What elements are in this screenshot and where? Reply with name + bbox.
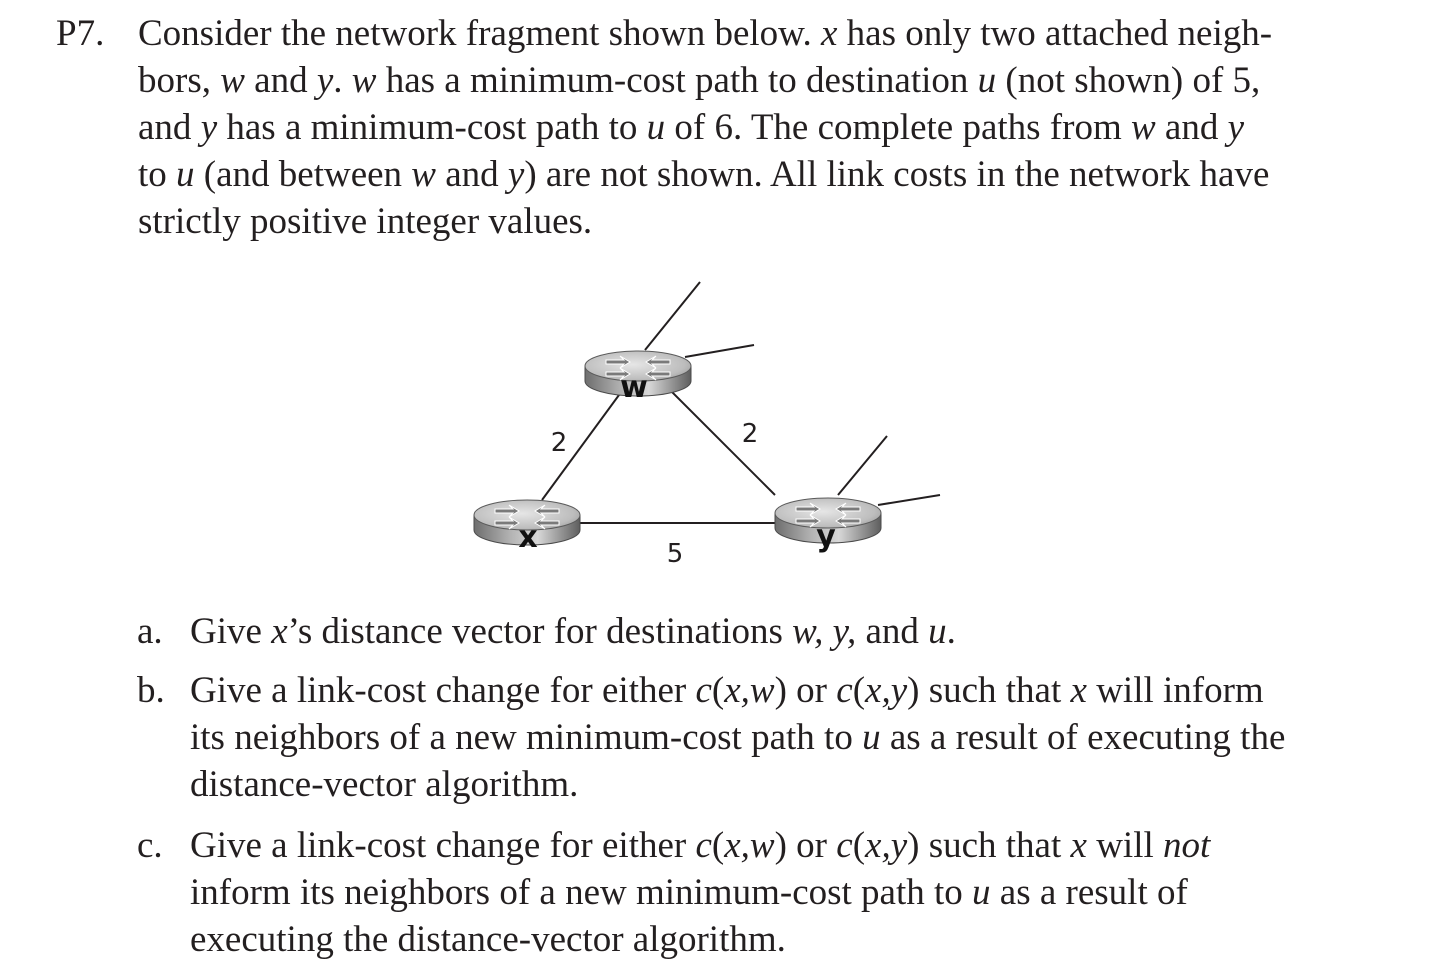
italic-term: c bbox=[695, 670, 712, 711]
link-w-external-1 bbox=[644, 281, 701, 351]
text-line: Consider the network fragment shown belo… bbox=[138, 13, 1273, 54]
part-label: a. bbox=[137, 611, 163, 652]
question-parts: a. Give x’s distance vector for destinat… bbox=[137, 608, 1397, 963]
italic-term: x bbox=[820, 13, 838, 54]
link-y-external-2 bbox=[877, 494, 941, 506]
link-x-w bbox=[541, 379, 631, 501]
link-w-y bbox=[659, 379, 776, 496]
network-figure: w x y 2 2 5 bbox=[460, 270, 960, 580]
link-y-external-1 bbox=[837, 435, 888, 496]
question-part-c: c. Give a link-cost change for either c(… bbox=[137, 822, 1397, 963]
router-x-label: x bbox=[518, 520, 537, 555]
italic-term: x bbox=[271, 611, 288, 652]
text-line: Give x’s distance vector for destination… bbox=[190, 611, 956, 652]
italic-term: x bbox=[1070, 825, 1087, 866]
part-label: c. bbox=[137, 825, 163, 866]
text-line: its neighbors of a new minimum-cost path… bbox=[190, 717, 1286, 758]
part-text: Give a link-cost change for either c(x,w… bbox=[190, 822, 1397, 963]
italic-term: u bbox=[972, 872, 991, 913]
italic-term: y bbox=[200, 107, 218, 148]
part-text: Give x’s distance vector for destination… bbox=[190, 608, 1397, 655]
italic-term: x,y bbox=[865, 825, 908, 866]
italic-term: c bbox=[836, 670, 853, 711]
italic-term: y bbox=[507, 154, 525, 195]
problem-number: P7. bbox=[56, 13, 105, 54]
text-line: bors, w and y. w has a minimum-cost path… bbox=[138, 60, 1261, 101]
text-line: strictly positive integer values. bbox=[138, 201, 593, 242]
cost-label-x-y: 5 bbox=[667, 539, 684, 569]
router-y-label: y bbox=[816, 519, 836, 554]
italic-term: u bbox=[646, 107, 666, 148]
cost-label-x-w: 2 bbox=[551, 428, 568, 458]
cost-label-w-y: 2 bbox=[742, 419, 759, 449]
italic-term: x,w bbox=[724, 825, 775, 866]
text-line: executing the distance-vector algorithm. bbox=[190, 919, 786, 960]
problem-text: Consider the network fragment shown belo… bbox=[138, 10, 1363, 245]
italic-term: y bbox=[1227, 107, 1245, 148]
question-part-a: a. Give x’s distance vector for destinat… bbox=[137, 608, 1397, 655]
italic-term: y bbox=[316, 60, 334, 101]
text-line: to u (and between w and y) are not shown… bbox=[138, 154, 1270, 195]
text-line: and y has a minimum-cost path to u of 6.… bbox=[138, 107, 1245, 148]
italic-term: w bbox=[1130, 107, 1156, 148]
italic-term: w bbox=[220, 60, 245, 101]
text-line: Give a link-cost change for either c(x,w… bbox=[190, 670, 1264, 711]
italic-term: x,y bbox=[865, 670, 908, 711]
italic-term: u bbox=[176, 154, 195, 195]
text-line: inform its neighbors of a new minimum-co… bbox=[190, 872, 1188, 913]
italic-term: x,w bbox=[724, 670, 775, 711]
italic-term: u bbox=[862, 717, 881, 758]
part-label: b. bbox=[137, 670, 165, 711]
italic-term: u bbox=[928, 611, 947, 652]
italic-term: x bbox=[1070, 670, 1087, 711]
italic-term: not bbox=[1163, 825, 1211, 866]
italic-term: c bbox=[695, 825, 712, 866]
italic-term: w bbox=[411, 154, 436, 195]
question-part-b: b. Give a link-cost change for either c(… bbox=[137, 667, 1397, 808]
router-w-label: w bbox=[620, 370, 648, 405]
link-w-external-2 bbox=[684, 344, 755, 358]
text-line: Give a link-cost change for either c(x,w… bbox=[190, 825, 1211, 866]
text-line: distance-vector algorithm. bbox=[190, 764, 579, 805]
italic-term: u bbox=[977, 60, 997, 101]
part-text: Give a link-cost change for either c(x,w… bbox=[190, 667, 1397, 808]
italic-term: c bbox=[836, 825, 853, 866]
italic-term: w, y, bbox=[792, 611, 857, 652]
italic-term: w bbox=[351, 60, 377, 101]
network-diagram: w x y 2 2 5 bbox=[473, 281, 941, 569]
